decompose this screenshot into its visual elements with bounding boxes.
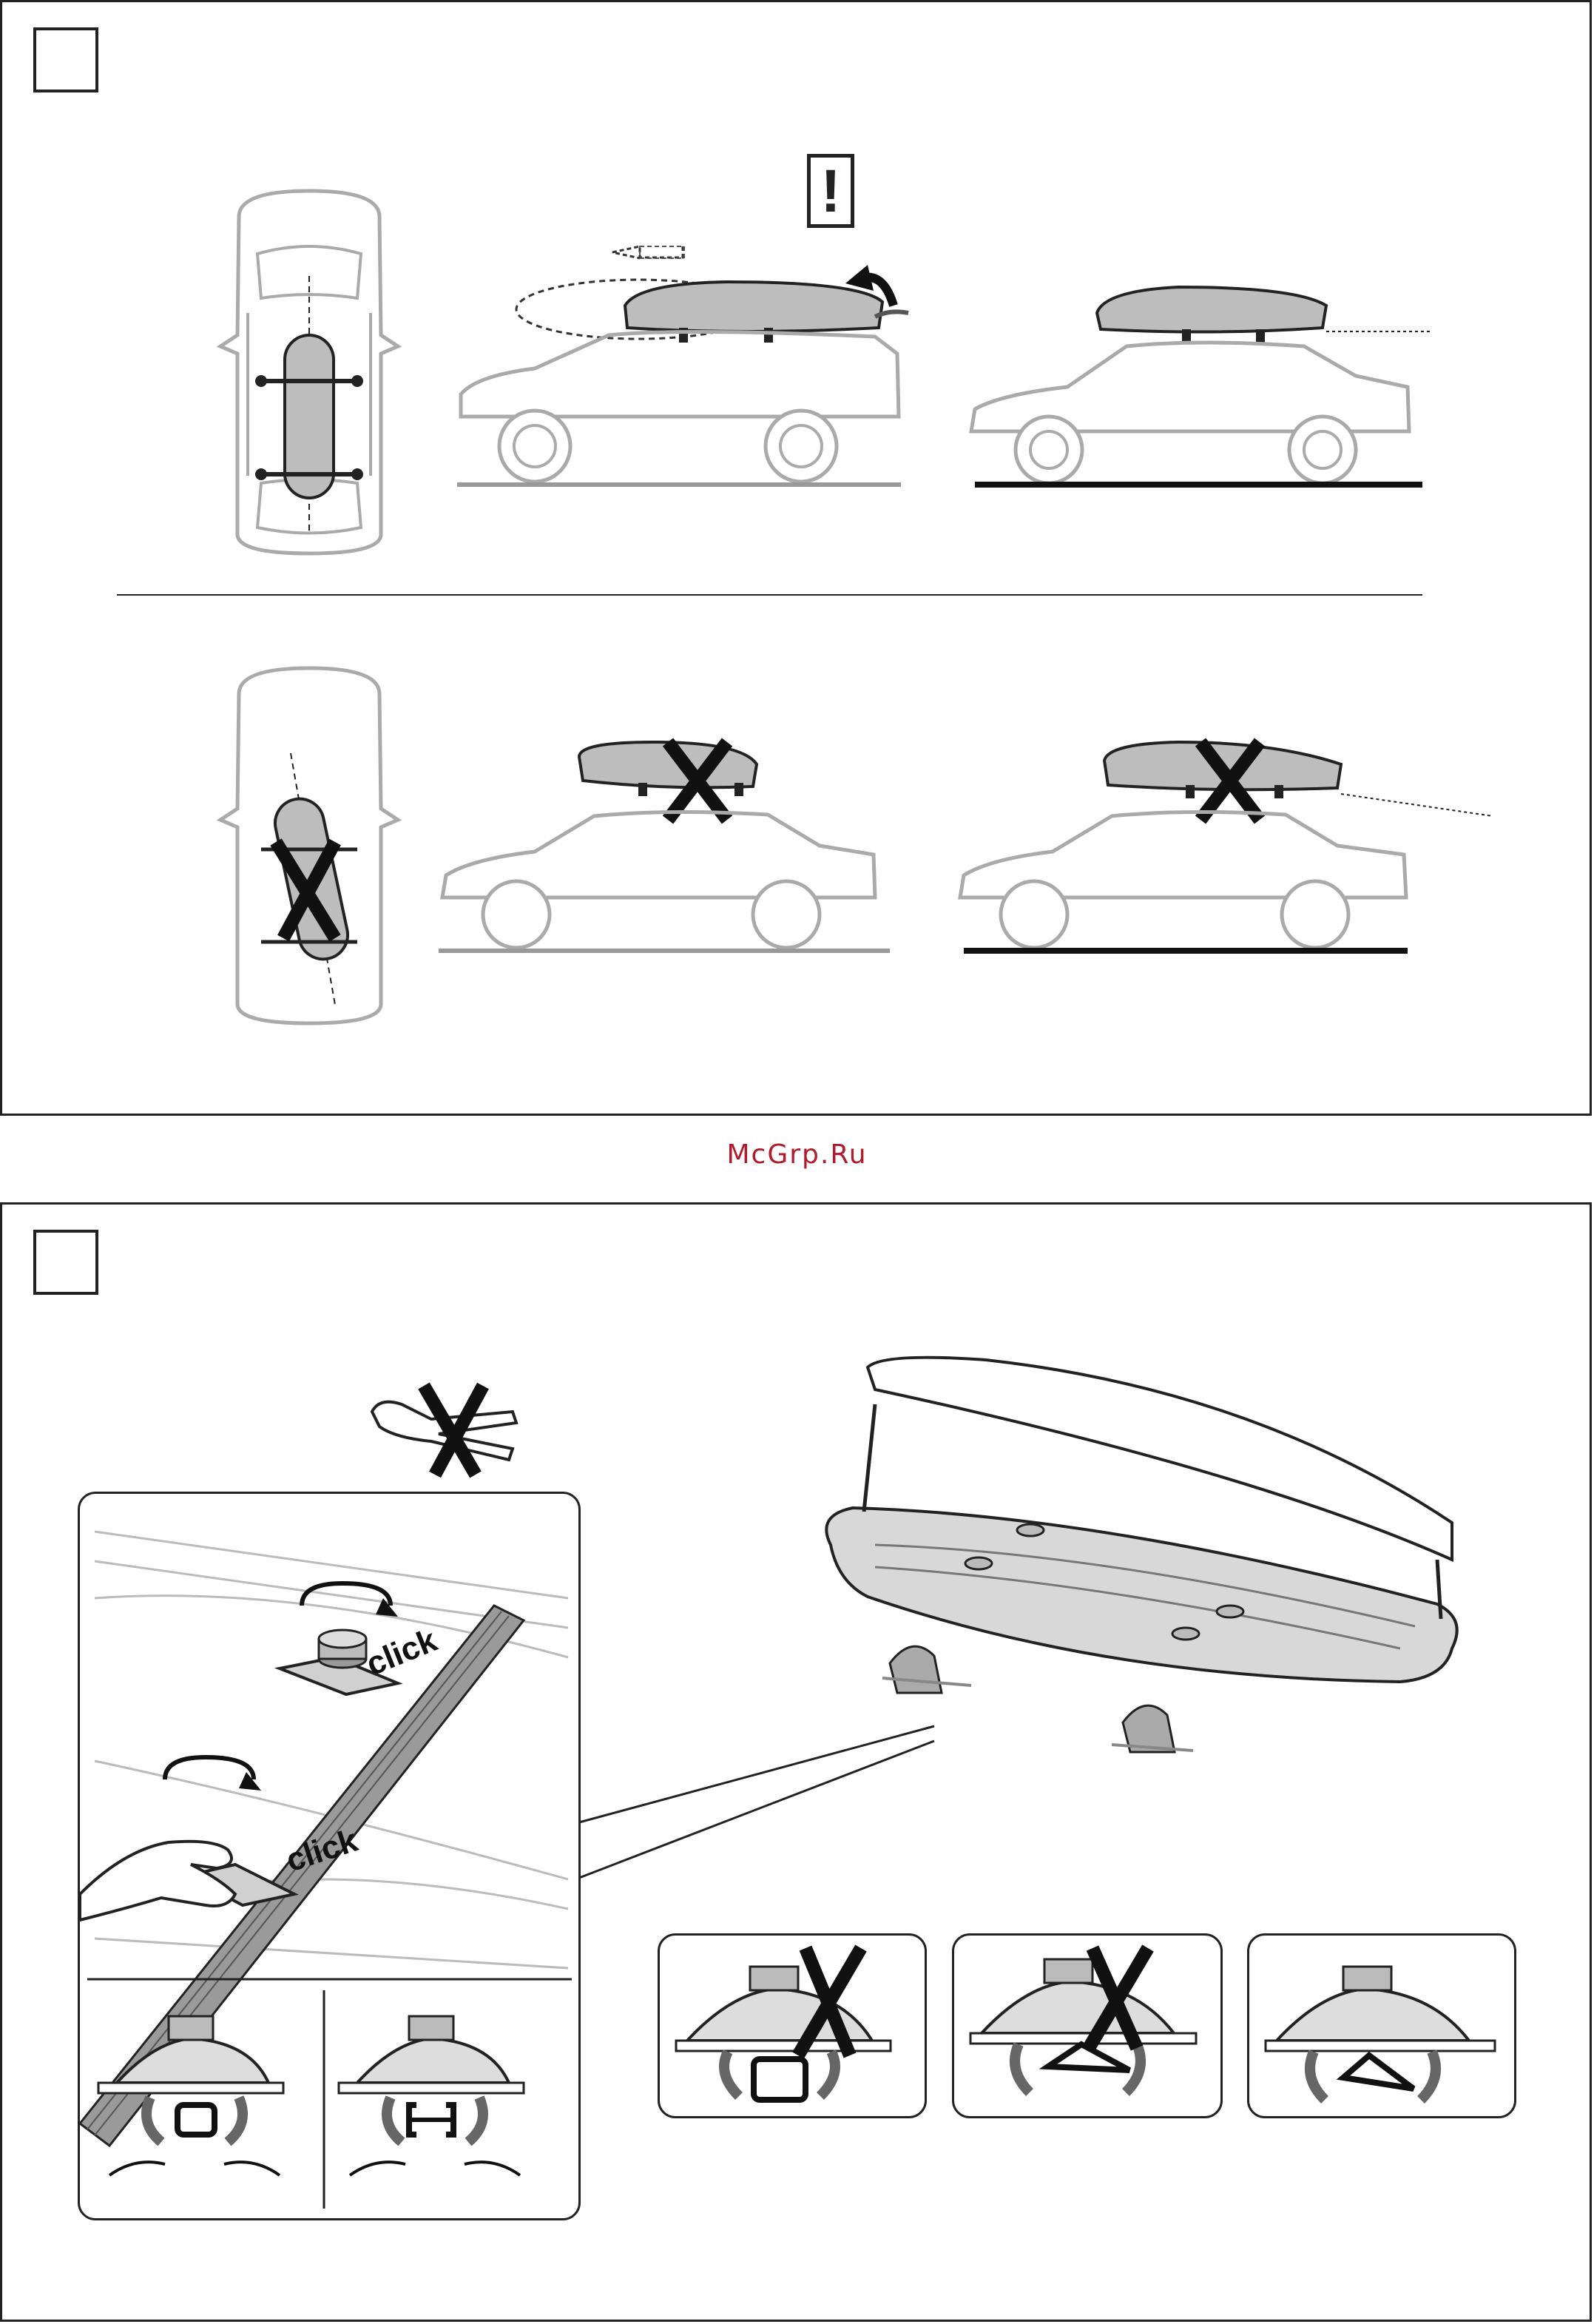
- sedan-with-roof-box-correct: [956, 276, 1437, 498]
- warning-icon: !: [807, 154, 854, 228]
- open-roof-box: [808, 1308, 1474, 1752]
- direction-arrow-icon: [612, 246, 683, 258]
- clamp-incorrect-1: [658, 1933, 927, 2118]
- detail-illustration: click click: [80, 1495, 579, 2216]
- no-tools-icon: [365, 1382, 535, 1478]
- panel-step-1: !: [0, 0, 1592, 1116]
- rotate-arrow-icon: [302, 1583, 391, 1606]
- divider: [117, 594, 1422, 596]
- step-number-box: [33, 27, 98, 92]
- panel-step-2: click click: [0, 1202, 1592, 2322]
- watermark: McGrp.Ru: [0, 1139, 1594, 1170]
- sedan-roof-box-incorrect-1: [431, 735, 890, 957]
- click-label-upper: click: [361, 1622, 442, 1683]
- rotate-arrow-icon: [165, 1757, 254, 1779]
- callout-lines: [579, 1722, 949, 1944]
- step-number-box: [33, 1230, 98, 1295]
- clamp-correct: [1247, 1933, 1516, 2118]
- knob-icon: [319, 1630, 366, 1668]
- hand-icon: [80, 1842, 235, 1920]
- car-top-view-incorrect: [217, 664, 402, 1027]
- sedan-roof-box-incorrect-2: [949, 735, 1496, 957]
- clamp-incorrect-2: [952, 1933, 1223, 2118]
- wagon-with-roof-box: [446, 224, 919, 498]
- mounting-clamp-icon: [339, 2016, 524, 2175]
- car-top-view-correct: [217, 187, 402, 557]
